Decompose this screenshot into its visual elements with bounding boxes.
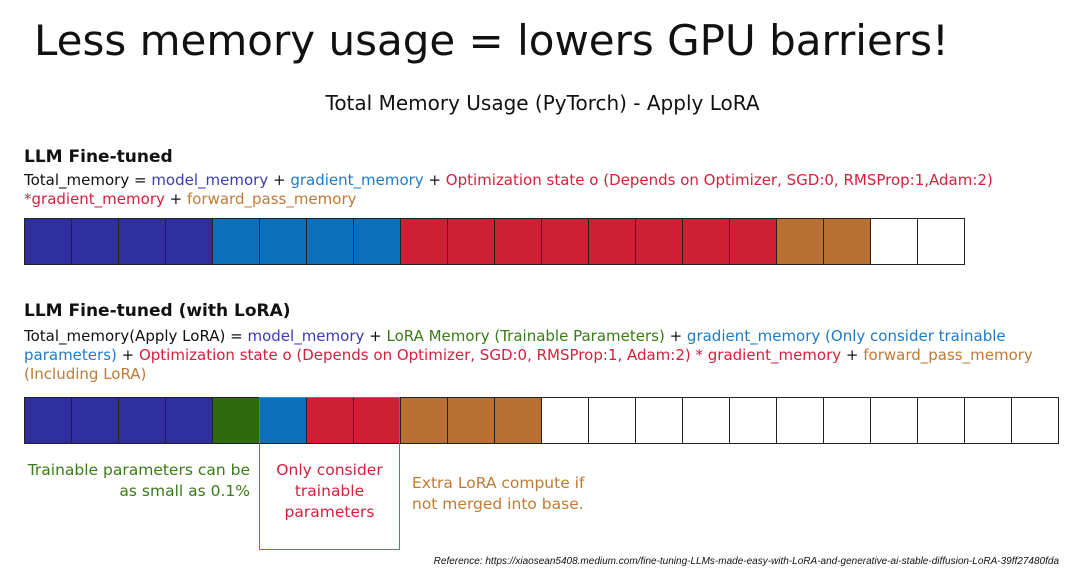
gradient-memory-block: [260, 218, 307, 265]
model-memory-block: [25, 218, 72, 265]
optimizer-state-block: [636, 218, 683, 265]
empty-block: [542, 397, 589, 444]
optimizer-state-block: [730, 218, 777, 265]
empty-block: [871, 218, 918, 265]
model-memory-block: [166, 218, 213, 265]
gradient-memory-block: [213, 218, 260, 265]
memory-bar-lora-finetune: [24, 397, 1059, 444]
optimizer-state-block: [448, 218, 495, 265]
formula-term: LoRA Memory (Trainable Parameters): [386, 327, 665, 345]
slide-subtitle: Total Memory Usage (PyTorch) - Apply LoR…: [325, 91, 760, 115]
gradient-memory-block: [307, 218, 354, 265]
empty-block: [824, 397, 871, 444]
section-heading-lora-finetune: LLM Fine-tuned (with LoRA): [24, 301, 291, 321]
formula-term: Total_memory(Apply LoRA) =: [24, 327, 248, 345]
section-heading-full-finetune: LLM Fine-tuned: [24, 147, 173, 167]
formula-term: +: [364, 327, 387, 345]
optimizer-state-block: [683, 218, 730, 265]
annotation-trainable-params: Trainable parameters can be as small as …: [27, 461, 250, 500]
empty-block: [1012, 397, 1059, 444]
model-memory-block: [119, 397, 166, 444]
formula-lora-finetune: Total_memory(Apply LoRA) = model_memory …: [24, 327, 1082, 384]
slide-title: Less memory usage = lowers GPU barriers!: [34, 16, 949, 65]
optimizer-state-block: [542, 218, 589, 265]
annotation-highlight-box: [259, 397, 400, 550]
formula-term: gradient_memory (Only consider trainable…: [24, 327, 1006, 364]
empty-block: [730, 397, 777, 444]
model-memory-block: [25, 397, 72, 444]
annotation-extra-lora-compute: Extra LoRA compute if not merged into ba…: [412, 474, 585, 513]
annotation-only-consider: Only consider trainable parameters: [276, 461, 383, 521]
optimizer-state-block: [495, 218, 542, 265]
formula-term: +: [841, 346, 864, 364]
formula-term: gradient_memory: [290, 171, 424, 189]
empty-block: [636, 397, 683, 444]
model-memory-block: [166, 397, 213, 444]
optimizer-state-block: [307, 397, 354, 444]
model-memory-block: [72, 397, 119, 444]
reference-link[interactable]: Reference: https://xiaosean5408.medium.c…: [433, 556, 1059, 567]
empty-block: [918, 218, 965, 265]
optimizer-state-block: [401, 218, 448, 265]
forward-pass-block: [824, 218, 871, 265]
empty-block: [918, 397, 965, 444]
formula-term: Optimization state o (Depends on Optimiz…: [24, 171, 993, 208]
gradient-memory-block: [354, 218, 401, 265]
formula-term: Total_memory =: [24, 171, 152, 189]
formula-term: +: [423, 171, 446, 189]
formula-term: +: [664, 327, 687, 345]
optimizer-state-block: [589, 218, 636, 265]
formula-term: Optimization state o (Depends on Optimiz…: [138, 346, 842, 364]
forward-pass-block: [495, 397, 542, 444]
formula-full-finetune: Total_memory = model_memory + gradient_m…: [24, 171, 1082, 209]
empty-block: [683, 397, 730, 444]
model-memory-block: [72, 218, 119, 265]
forward-pass-block: [448, 397, 495, 444]
forward-pass-block: [777, 218, 824, 265]
empty-block: [871, 397, 918, 444]
formula-term: forward_pass_memory: [186, 190, 357, 208]
lora-memory-block: [213, 397, 260, 444]
empty-block: [777, 397, 824, 444]
forward-pass-block: [401, 397, 448, 444]
memory-bar-full-finetune: [24, 218, 965, 265]
formula-term: +: [268, 171, 291, 189]
empty-block: [965, 397, 1012, 444]
optimizer-state-block: [354, 397, 401, 444]
formula-term: model_memory: [247, 327, 365, 345]
formula-term: model_memory: [151, 171, 269, 189]
formula-term: forward_pass_memory (Including LoRA): [24, 346, 1033, 383]
gradient-memory-block: [260, 397, 307, 444]
empty-block: [589, 397, 636, 444]
model-memory-block: [119, 218, 166, 265]
formula-term: +: [116, 346, 139, 364]
formula-term: +: [164, 190, 187, 208]
